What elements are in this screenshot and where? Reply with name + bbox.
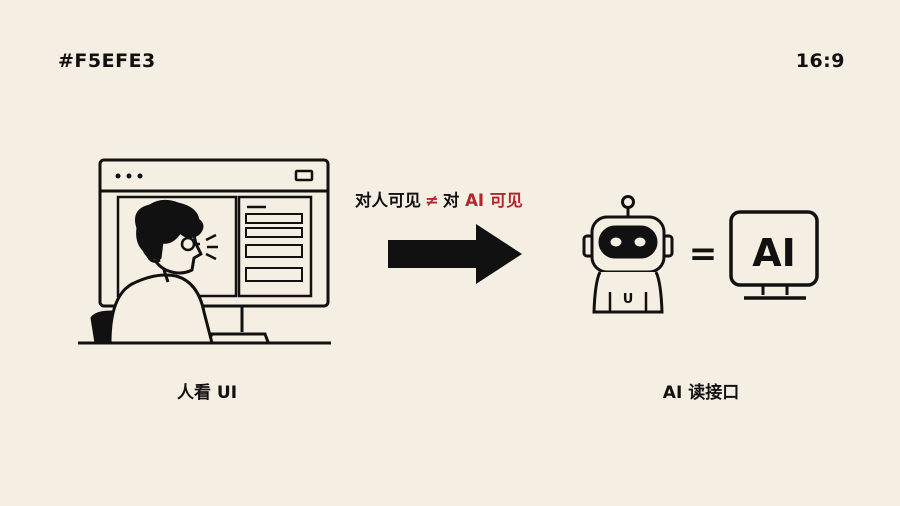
headline-part2: 对 — [442, 191, 460, 210]
robot-chest-label: U — [623, 292, 634, 307]
robot-icon: U — [582, 195, 674, 314]
equals-sign: = — [689, 234, 718, 274]
aspect-ratio-label: 16:9 — [795, 50, 845, 72]
headline-part3: AI 可见 — [465, 191, 523, 210]
right-arrow-icon — [388, 224, 522, 284]
right-caption: AI 读接口 — [662, 383, 740, 403]
background-color-label: #F5EFE3 — [58, 50, 156, 72]
ai-screen-label: AI — [752, 231, 796, 275]
headline-part1: 对人可见 — [355, 191, 421, 210]
ai-monitor-icon: AI — [729, 210, 819, 300]
not-equal-sign: ≠ — [425, 191, 439, 210]
left-caption: 人看 UI — [176, 383, 238, 403]
headline: 对人可见≠对 AI 可见 — [355, 187, 523, 211]
person-at-computer-icon — [90, 199, 218, 345]
